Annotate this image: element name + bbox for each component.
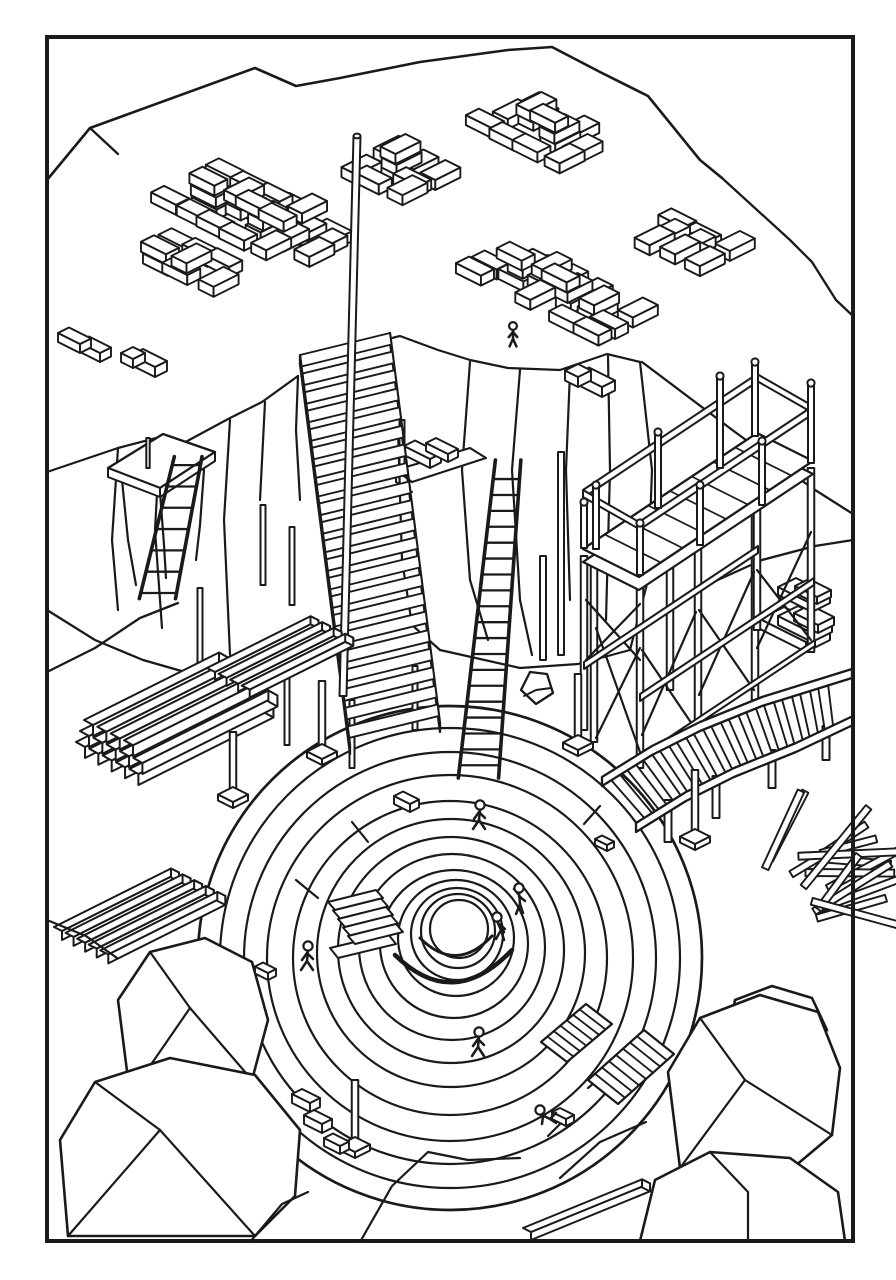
- lumber-piles: [53, 615, 355, 965]
- mast-pole: [338, 132, 362, 697]
- crates: [254, 790, 615, 1155]
- boulders: [58, 936, 847, 1243]
- long-beam: [522, 1178, 652, 1241]
- ground-lines: [45, 918, 648, 1244]
- stone-block: [519, 670, 555, 706]
- brick-piles: [140, 91, 756, 347]
- ladders: [137, 454, 523, 780]
- border-frame: [45, 35, 855, 1243]
- worker-figures: [299, 320, 558, 1126]
- loose-bricks: [57, 326, 616, 398]
